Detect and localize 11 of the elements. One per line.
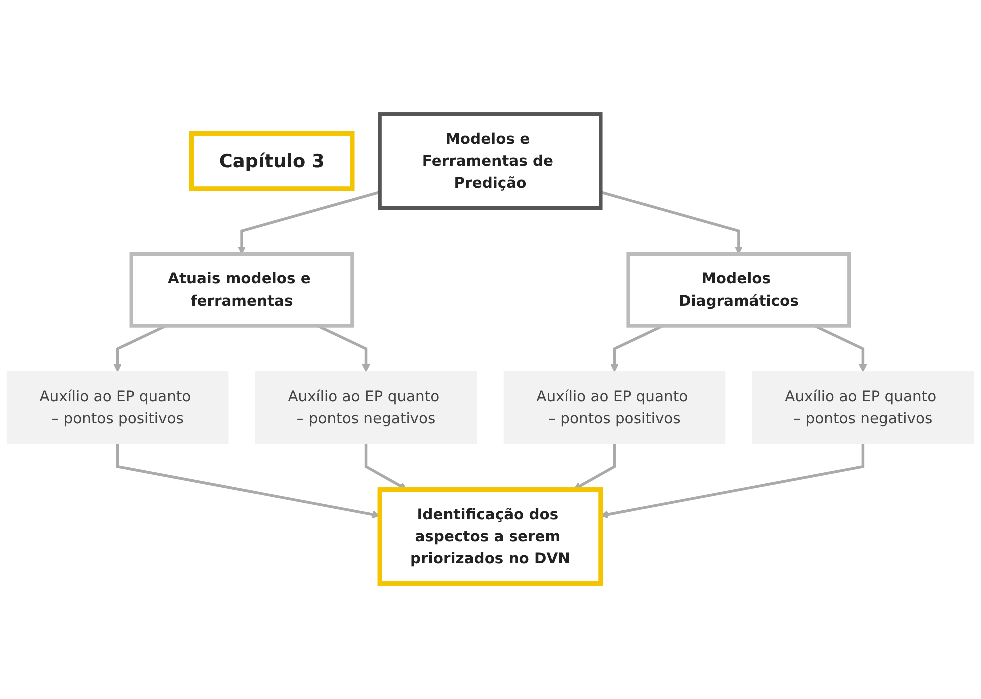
- node-box: Atuais modelos e ferramentas: [130, 252, 354, 328]
- arrow: [600, 192, 744, 256]
- node-box: Capítulo 3: [189, 132, 355, 192]
- node-box: Auxílio ao EP quanto – pontos negativos: [752, 372, 974, 445]
- arrow: [238, 192, 380, 256]
- node-box: Auxílio ao EP quanto – pontos positivos: [6, 372, 229, 445]
- node-box: Modelos Diagramáticos: [626, 252, 852, 328]
- node-box: Modelos e Ferramentas de Predição: [378, 113, 603, 211]
- node-box: Auxílio ao EP quanto – pontos negativos: [255, 372, 478, 445]
- node-box: Identificação dos aspectos a serem priorizados no DVN: [378, 488, 604, 586]
- node-box: Auxílio ao EP quanto – pontos positivos: [504, 372, 726, 445]
